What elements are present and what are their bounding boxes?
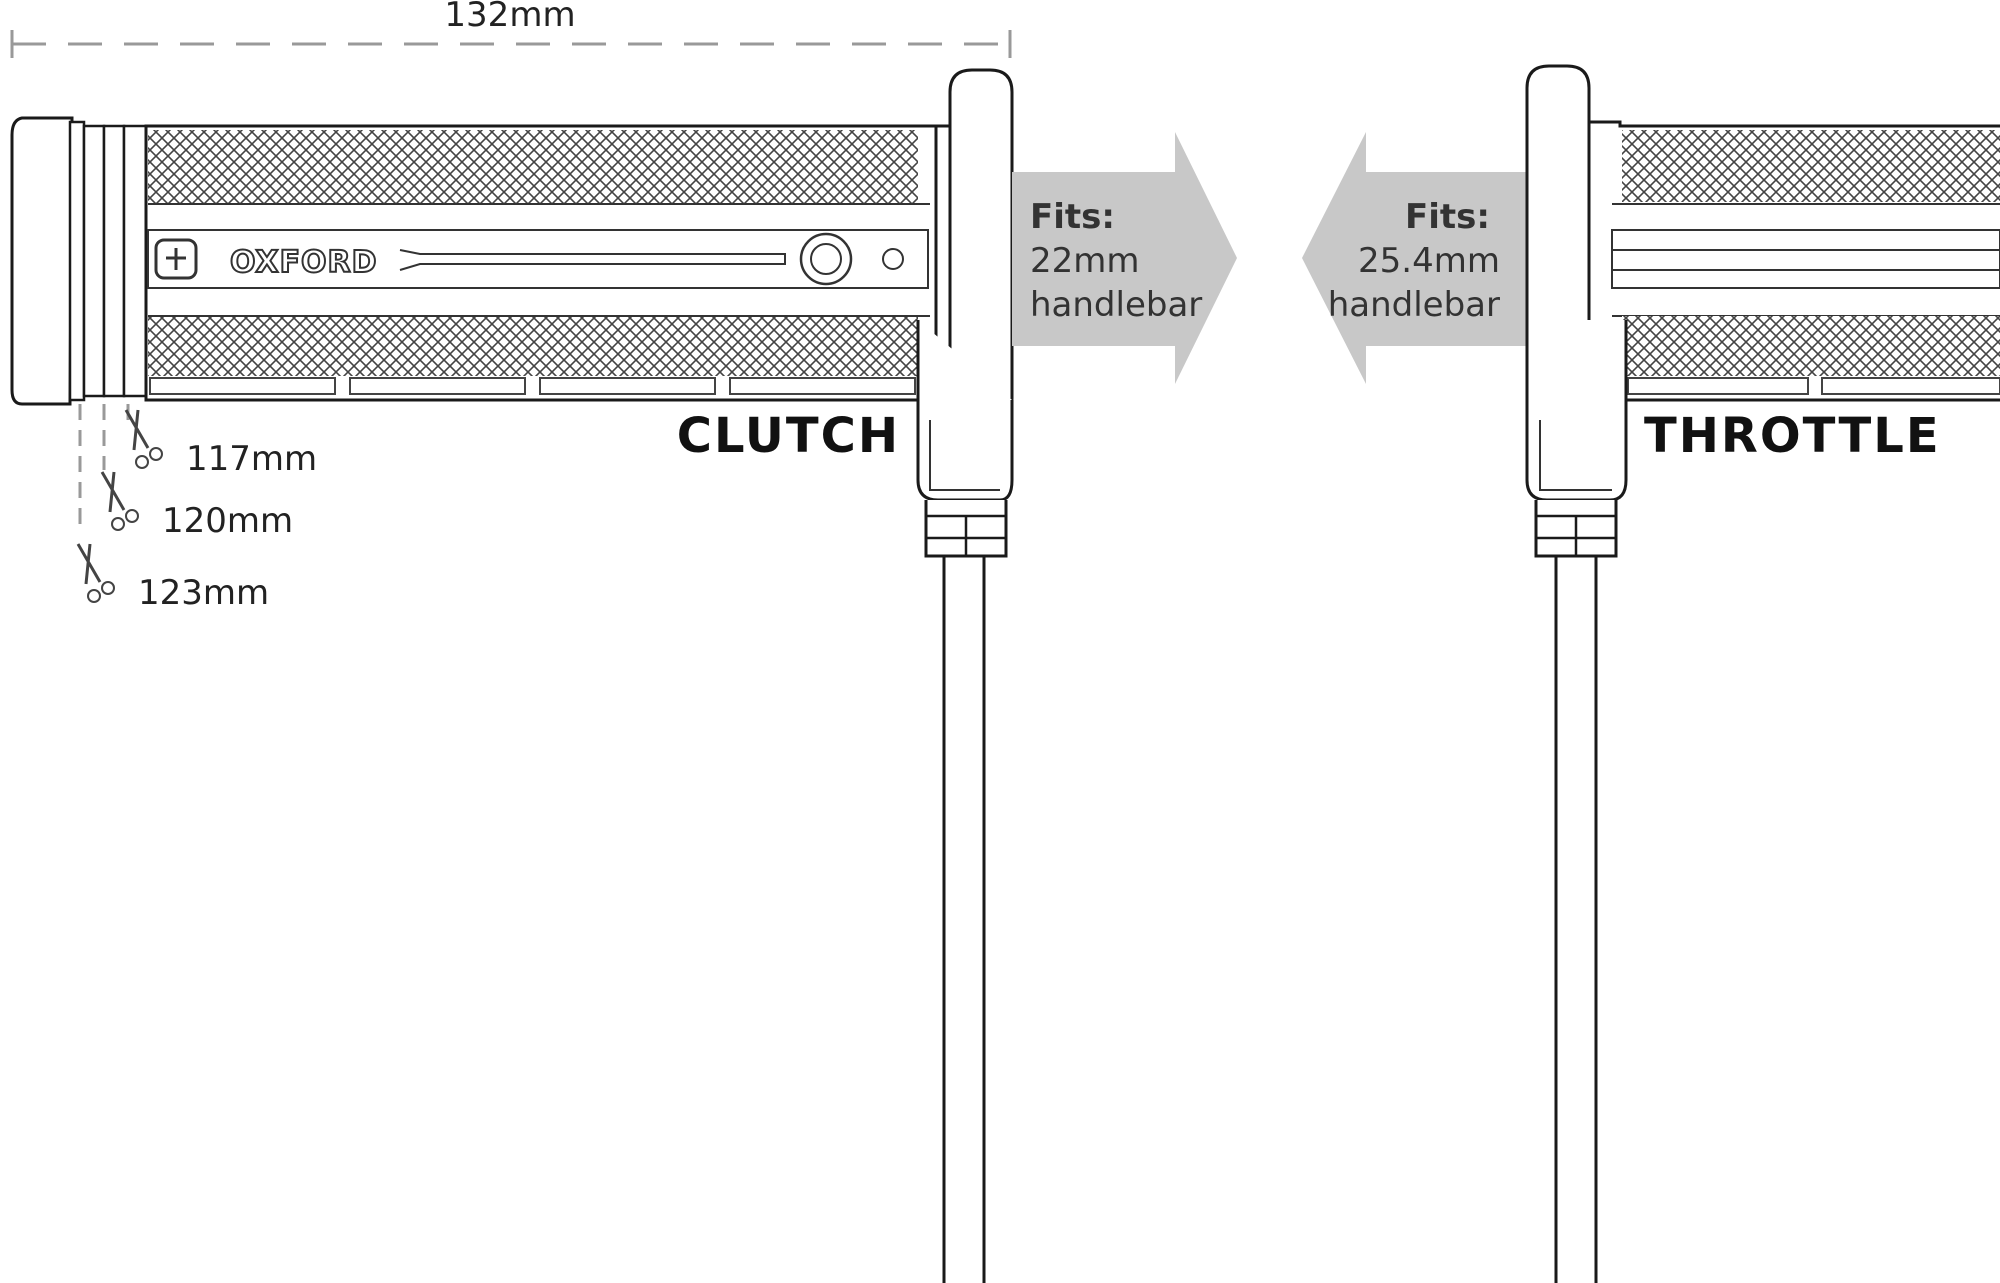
cable-boot — [1525, 320, 1628, 502]
fit-right-heading: Fits: — [1405, 197, 1490, 237]
clutch-label: CLUTCH — [677, 408, 900, 464]
grip-end-cap — [10, 116, 74, 406]
trim-label-1: 117mm — [186, 439, 317, 479]
fit-left-unit: handlebar — [1030, 285, 1202, 325]
fit-right-unit: handlebar — [1328, 285, 1500, 325]
throttle-label: THROTTLE — [1644, 408, 1941, 464]
throttle-grip — [1525, 64, 2000, 1283]
scissors-icon — [100, 471, 139, 531]
oxford-logo-icon: OXFORD — [154, 232, 904, 286]
fit-arrow-22mm: Fits: 22mm handlebar — [1012, 132, 1237, 384]
fit-left-heading: Fits: — [1030, 197, 1115, 237]
cable — [1554, 554, 1598, 1283]
scissors-icon — [124, 409, 163, 469]
grip-knurl-bottom — [1622, 316, 2000, 376]
overall-length-label: 132mm — [444, 0, 575, 35]
scissors-icon — [76, 543, 115, 603]
clutch-grip: OXFORD — [10, 68, 1014, 1283]
grip-knurl-top — [1622, 130, 2000, 202]
overall-length-dimension: 132mm — [10, 0, 1012, 58]
brand-logo-text: OXFORD — [230, 245, 378, 280]
grip-knurl-bottom — [148, 316, 918, 376]
cable — [942, 554, 986, 1283]
grip-knurl-top — [148, 130, 918, 204]
trim-label-3: 123mm — [138, 573, 269, 613]
trim-options: 117mm 120mm 123mm — [76, 404, 317, 613]
fit-arrow-25mm: Fits: 25.4mm handlebar — [1302, 132, 1527, 384]
fit-left-size: 22mm — [1030, 241, 1140, 281]
fit-right-size: 25.4mm — [1358, 241, 1500, 281]
trim-label-2: 120mm — [162, 501, 293, 541]
